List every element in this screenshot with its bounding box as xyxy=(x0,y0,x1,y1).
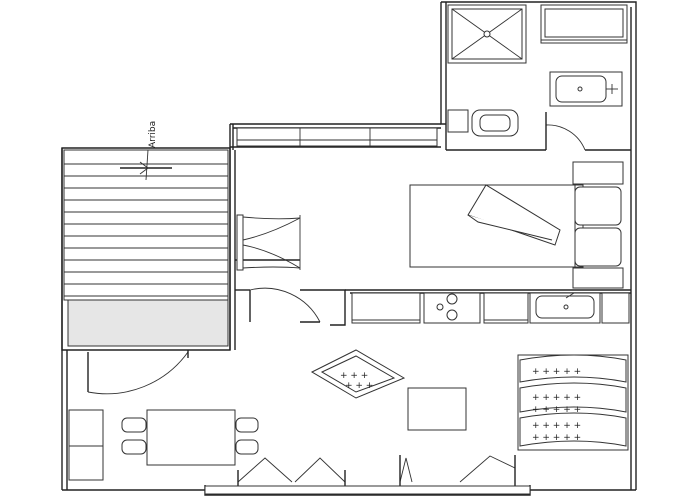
stair-treads xyxy=(64,163,228,297)
entrance-door xyxy=(87,350,189,395)
kitchen-counter xyxy=(351,292,630,324)
bedroom-door xyxy=(249,287,321,323)
svg-text:+ + + + +: + + + + + xyxy=(532,405,581,415)
wardrobe xyxy=(236,214,301,271)
dining-set xyxy=(121,409,259,466)
sofa: + + + + + + + + + + + + + + + + + + + + … xyxy=(517,354,629,451)
toilet xyxy=(447,109,519,137)
bathroom-sink xyxy=(549,71,623,107)
sofa-pattern: + + + + + + + + + + + + + + + + + + + + … xyxy=(532,367,581,443)
svg-text:+ + +: + + + xyxy=(340,371,368,381)
svg-text:+ + + + +: + + + + + xyxy=(532,393,581,403)
sideboard xyxy=(68,409,104,481)
svg-text:+ + +: + + + xyxy=(345,381,373,391)
armchair-pattern: + + + + + + xyxy=(340,371,373,391)
shower-tray xyxy=(447,4,527,64)
dining-chairs xyxy=(121,417,259,455)
armchair: + + + + + + xyxy=(310,349,406,399)
svg-text:+ + + + +: + + + + + xyxy=(532,433,581,443)
bathroom-door xyxy=(545,112,586,151)
balcony-doors xyxy=(204,455,531,495)
upper-window-strip xyxy=(236,127,438,147)
stair-direction-arrow-icon xyxy=(120,149,172,181)
bathtub xyxy=(540,4,628,44)
svg-text:+ + + + +: + + + + + xyxy=(532,421,581,431)
staircase: Arriba xyxy=(63,121,229,347)
coffee-table xyxy=(407,387,467,431)
stair-label: Arriba xyxy=(148,121,158,148)
svg-text:+ + + + +: + + + + + xyxy=(532,367,581,377)
double-bed xyxy=(409,161,624,289)
